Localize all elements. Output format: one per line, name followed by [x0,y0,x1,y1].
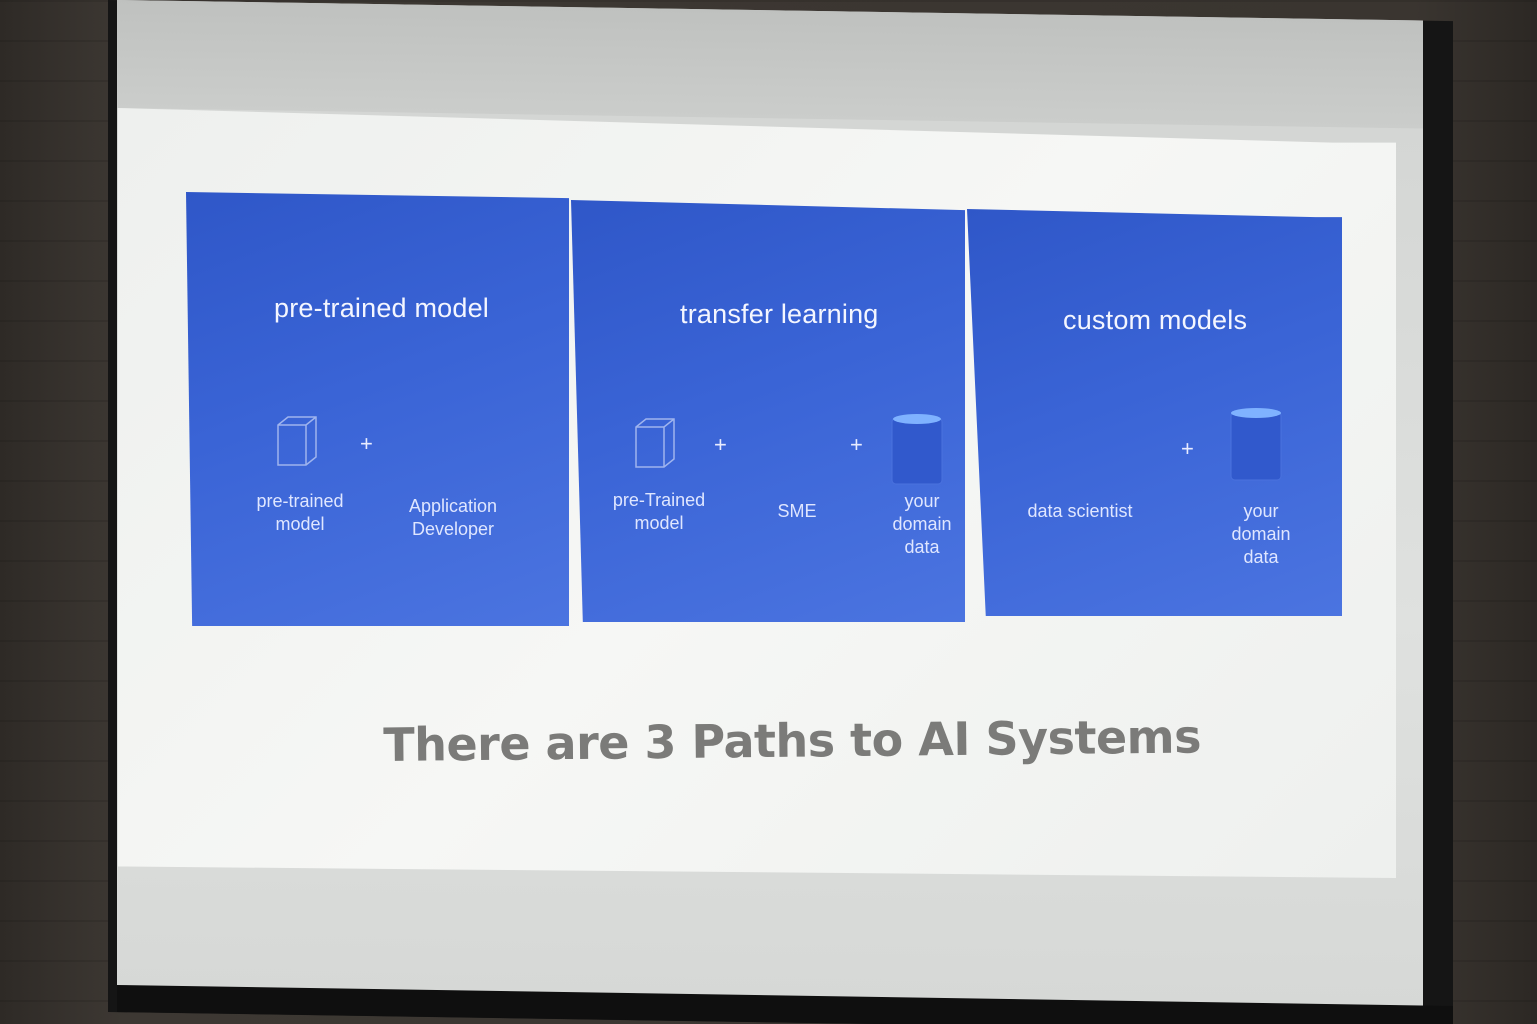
item-label-your-domain-data: your domain data [1231,501,1291,567]
screen-top-margin [117,0,1423,129]
item-label-application-developer: Application Developer [408,496,498,539]
panel-transfer-learning [571,200,965,622]
item-label-sme: SME [777,501,817,521]
database-icon [1230,408,1282,481]
item-label-pre-trained-model: pre-Trained model [612,490,706,533]
plus-sign: + [360,431,373,456]
item-label-your-domain-data: your domain data [892,491,952,557]
panel-heading: transfer learning [680,299,879,329]
item-label-pre-trained-model: pre-trained model [256,491,344,534]
database-icon [891,414,943,485]
panel-heading: pre-trained model [274,293,490,323]
plus-sign: + [1181,436,1194,461]
cube-icon [277,416,317,466]
plus-sign: + [714,432,727,457]
plus-sign: + [850,432,863,457]
panel-heading: custom models [1063,305,1248,335]
item-label-data-scientist: data scientist [1027,501,1133,521]
cube-icon [635,418,675,468]
slide-title: There are 3 Paths to AI Systems [383,709,1202,772]
panel-pre-trained-model [186,192,569,626]
